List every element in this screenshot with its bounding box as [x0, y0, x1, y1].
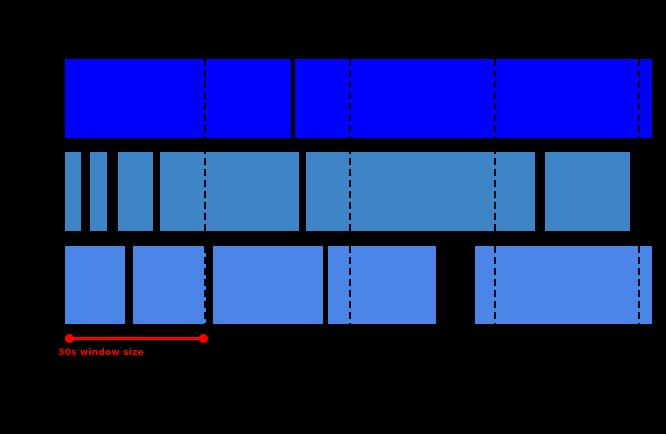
row-2-segment — [545, 152, 630, 231]
window-boundary-line — [349, 59, 351, 325]
row-3-segment — [212, 246, 323, 324]
row-1-segment — [294, 59, 652, 138]
row-2-segment — [159, 152, 300, 231]
window-boundary-line — [204, 59, 206, 325]
row-2-segment — [65, 152, 81, 231]
arrow-start-dot — [65, 334, 74, 343]
row-2-segment — [305, 152, 535, 231]
window-size-arrow — [69, 337, 203, 340]
row-2-segment — [118, 152, 153, 231]
row-3-segment — [327, 246, 436, 324]
row-2-segment — [89, 152, 108, 231]
arrow-end-dot — [199, 334, 208, 343]
row-3-segment — [133, 246, 207, 324]
window-size-label: 30s window size — [58, 348, 144, 358]
row-1-segment — [65, 59, 291, 138]
row-3-segment — [474, 246, 652, 324]
window-boundary-line — [638, 59, 640, 325]
row-3-segment — [65, 246, 125, 324]
window-boundary-line — [494, 59, 496, 325]
